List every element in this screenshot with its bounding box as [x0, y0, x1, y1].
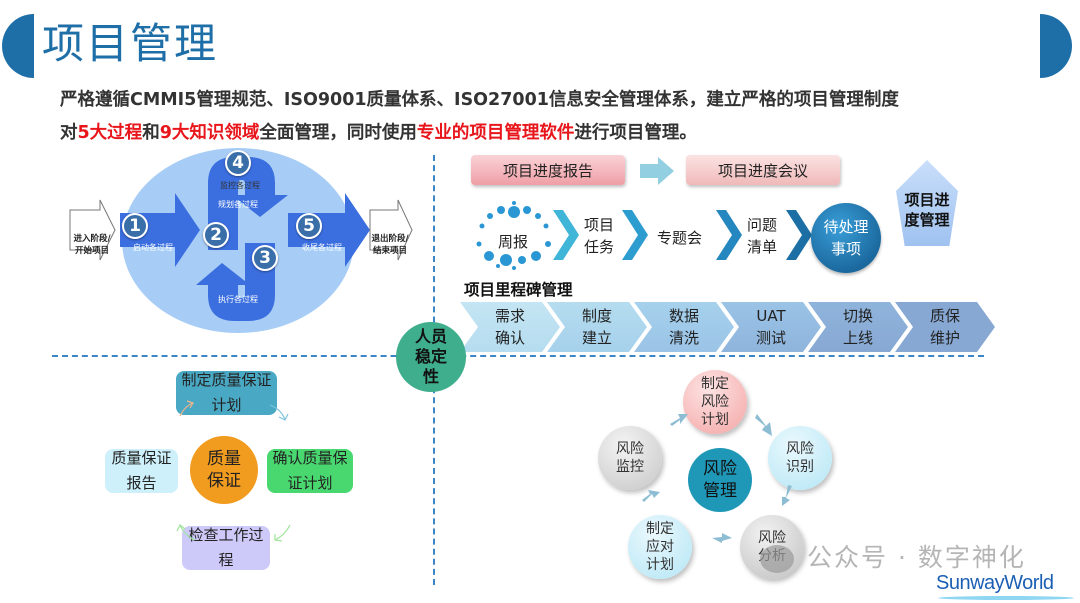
intro-highlight: 9大知识领域	[159, 123, 260, 143]
enter-arrow	[69, 199, 116, 261]
risk-node-plan: 制定风险计划	[683, 370, 747, 434]
wechat-icon	[760, 545, 794, 573]
initiate-arrow	[120, 193, 200, 267]
milestone-label: 质保维护	[929, 307, 960, 347]
step-4-label: 监控各过程	[220, 181, 260, 190]
horizontal-divider	[52, 355, 984, 357]
right-arrow-icon	[640, 157, 674, 185]
intro-highlight: 5大过程	[77, 123, 143, 143]
people-stability-circle: 人员稳定性	[396, 322, 466, 392]
progress-management-pentagon: 项目进度管理	[896, 160, 958, 246]
pending-items-circle: 待处理事项	[811, 203, 881, 273]
sunwayworld-logo: SunwayWorld	[936, 572, 1054, 594]
milestone-step: 需求确认	[460, 302, 560, 352]
milestone-label: 需求确认	[494, 307, 525, 347]
milestone-step: 制度建立	[547, 302, 647, 352]
task-label: 项目任务	[584, 216, 615, 256]
chevron-icon	[786, 210, 812, 260]
logo-swoosh	[938, 596, 1074, 600]
step-2-badge: 2	[203, 222, 229, 248]
right-half-circle-decoration	[1040, 14, 1072, 78]
intro-line-2: 对5大过程和9大知识领域全面管理，同时使用专业的项目管理软件进行项目管理。	[60, 119, 697, 144]
intro-text: 全面管理，同时使用	[259, 123, 417, 143]
step-1-label: 启动各过程	[133, 243, 173, 252]
quality-node-confirm: 确认质量保证计划	[267, 449, 353, 493]
enter-label: 进入阶段/开始项目	[73, 234, 111, 256]
risk-node-response: 制定应对计划	[628, 515, 692, 579]
risk-node-monitor: 风险监控	[598, 426, 662, 490]
milestone-label: 数据清洗	[668, 307, 699, 347]
intro-text: 和	[142, 123, 160, 143]
milestone-label: 制度建立	[581, 307, 612, 347]
risk-cycle-arrows	[642, 414, 792, 543]
intro-text: 进行项目管理。	[574, 123, 697, 143]
milestone-title: 项目里程碑管理	[464, 281, 573, 299]
milestone-chevrons: 需求确认 制度建立 数据清洗 UAT测试 切换上线 质保维护	[460, 302, 995, 354]
progress-report-box: 项目进度报告	[471, 155, 625, 185]
milestone-label: 切换上线	[842, 307, 873, 347]
step-3-badge: 3	[252, 245, 278, 271]
quality-node-plan: 制定质量保证计划	[176, 371, 277, 415]
left-half-circle-decoration	[2, 14, 34, 78]
page-title: 项目管理	[42, 19, 219, 68]
topic-meeting-label: 专题会	[657, 229, 703, 247]
plan-loop	[208, 157, 288, 250]
milestone-step: 数据清洗	[634, 302, 734, 352]
chevron-icon	[553, 210, 579, 260]
step-5-badge: 5	[296, 213, 322, 239]
weekly-label: 周报	[498, 233, 529, 251]
intro-highlight: 专业的项目管理软件	[416, 123, 575, 143]
exit-label: 退出阶段/结束项目	[371, 234, 409, 256]
progress-meeting-box: 项目进度会议	[686, 155, 840, 185]
intro-text: 对	[60, 123, 78, 143]
step-3-label: 执行各过程	[218, 295, 258, 304]
risk-center-circle: 风险管理	[688, 448, 752, 512]
risk-node-identify: 风险识别	[768, 426, 832, 490]
step-5-label: 收尾各过程	[302, 243, 342, 252]
milestone-step: UAT测试	[721, 302, 821, 352]
intro-line-1: 严格遵循CMMI5管理规范、ISO9001质量体系、ISO27001信息安全管理…	[60, 90, 899, 110]
chevron-icon	[622, 210, 648, 260]
weekly-dots-icon	[476, 201, 551, 270]
milestone-label: UAT测试	[755, 307, 786, 347]
quality-cycle-arrows	[176, 400, 291, 542]
chevron-icon	[716, 210, 742, 260]
quality-center-circle: 质量保证	[190, 436, 258, 504]
milestone-step: 切换上线	[808, 302, 908, 352]
step-1-badge: 1	[122, 213, 148, 239]
milestone-step: 质保维护	[895, 302, 995, 352]
watermark-text: 公众号 · 数字神化	[807, 543, 1026, 572]
quality-node-report: 质量保证报告	[105, 449, 178, 493]
step-4-badge: 4	[225, 150, 251, 176]
quality-node-check: 检查工作过程	[182, 526, 270, 570]
exit-arrow	[369, 199, 413, 261]
step-2-label: 规划各过程	[218, 200, 258, 209]
close-arrow	[288, 193, 370, 267]
issues-label: 问题清单	[747, 216, 778, 256]
